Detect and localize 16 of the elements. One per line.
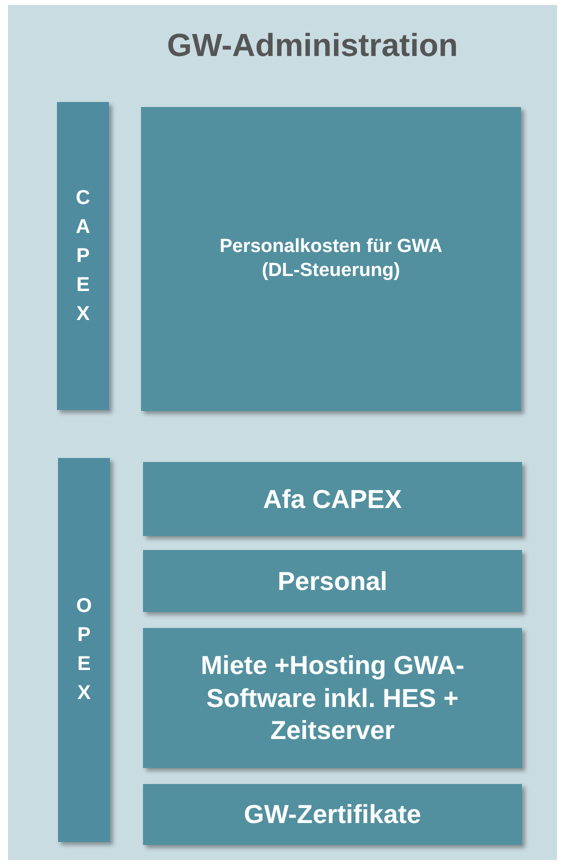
cost-box	[143, 784, 522, 845]
box-label: Personalkosten für GWA (DL-Steuerung)	[218, 235, 444, 283]
vertical-label: OPEX	[75, 594, 93, 706]
vertical-bar	[57, 102, 109, 410]
box-label: Afa CAPEX	[262, 482, 403, 516]
cost-box	[143, 628, 522, 768]
title: GW-Administration	[166, 27, 459, 64]
cost-box	[143, 550, 522, 612]
box-label: Miete +Hosting GWA-Software inkl. HES + Zeitserver	[200, 649, 466, 747]
vertical-bar	[58, 458, 110, 842]
cost-box	[143, 462, 522, 536]
box-label: GW-Zertifikate	[242, 798, 422, 831]
vertical-label: CAPEX	[74, 186, 92, 326]
box-label: Personal	[276, 564, 388, 598]
panel-background	[8, 5, 557, 860]
cost-box	[141, 107, 521, 411]
